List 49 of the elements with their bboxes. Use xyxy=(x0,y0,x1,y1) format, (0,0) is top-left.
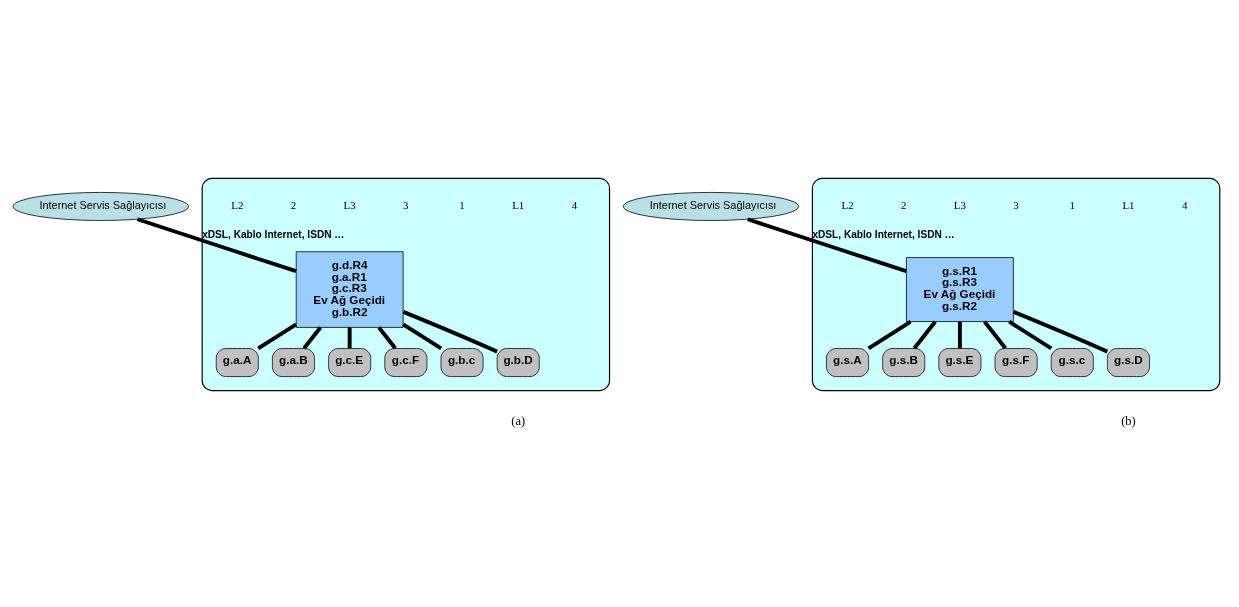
node-box: g.s.c xyxy=(1050,347,1094,377)
node-box: g.b.c xyxy=(440,347,484,377)
label: (a) xyxy=(511,413,526,428)
label: 4 xyxy=(571,198,578,211)
connector xyxy=(257,322,298,350)
connector xyxy=(402,322,443,350)
connector xyxy=(347,327,352,348)
label: 3 xyxy=(403,198,409,211)
label: 2 xyxy=(290,198,297,211)
label: L1 xyxy=(1122,198,1135,211)
node-box: g.s.F xyxy=(994,347,1038,377)
connector xyxy=(1008,319,1053,350)
node-box: g.s.A xyxy=(826,347,869,377)
node-box: g.a.B xyxy=(272,347,315,377)
label: 3 xyxy=(1013,198,1019,211)
connector xyxy=(867,319,912,350)
connector xyxy=(747,216,907,273)
label: L2 xyxy=(231,198,244,211)
connector xyxy=(136,216,297,273)
node-box: g.c.F xyxy=(384,347,428,377)
label: 4 xyxy=(1181,198,1188,211)
node-box: g.b.D xyxy=(496,347,540,377)
label: (b) xyxy=(1121,413,1136,428)
label: L3 xyxy=(343,198,356,211)
connector xyxy=(377,325,397,350)
connector xyxy=(912,319,937,349)
label: 1 xyxy=(1069,198,1075,211)
connector xyxy=(302,325,322,350)
edge-label: xDSL, Kablo Internet, ISDN … xyxy=(812,228,955,240)
node-ellipse: Internet Servis Sağlayıcısı xyxy=(622,191,800,221)
node-box: g.s.D xyxy=(1107,347,1150,377)
cluster xyxy=(811,177,1221,391)
connector xyxy=(983,319,1007,349)
connector xyxy=(957,321,962,348)
connector xyxy=(402,309,498,353)
label: L3 xyxy=(953,198,966,211)
label: L1 xyxy=(512,198,525,211)
node-box: g.a.A xyxy=(215,347,259,377)
node-box: g.s.R1 g.s.R3 Ev Ağ Geçidi g.s.R2 xyxy=(906,256,1014,322)
node-box: g.s.B xyxy=(882,347,926,377)
node-box: g.c.E xyxy=(328,347,372,377)
label: 1 xyxy=(459,198,465,211)
label: L2 xyxy=(841,198,854,211)
label: 2 xyxy=(900,198,907,211)
node-box: g.d.R4 g.a.R1 g.c.R3 Ev Ağ Geçidi g.b.R2 xyxy=(295,250,404,328)
cluster xyxy=(201,177,611,391)
connector xyxy=(1012,309,1109,353)
node-ellipse: Internet Servis Sağlayıcısı xyxy=(12,191,189,221)
node-box: g.s.E xyxy=(938,347,982,377)
